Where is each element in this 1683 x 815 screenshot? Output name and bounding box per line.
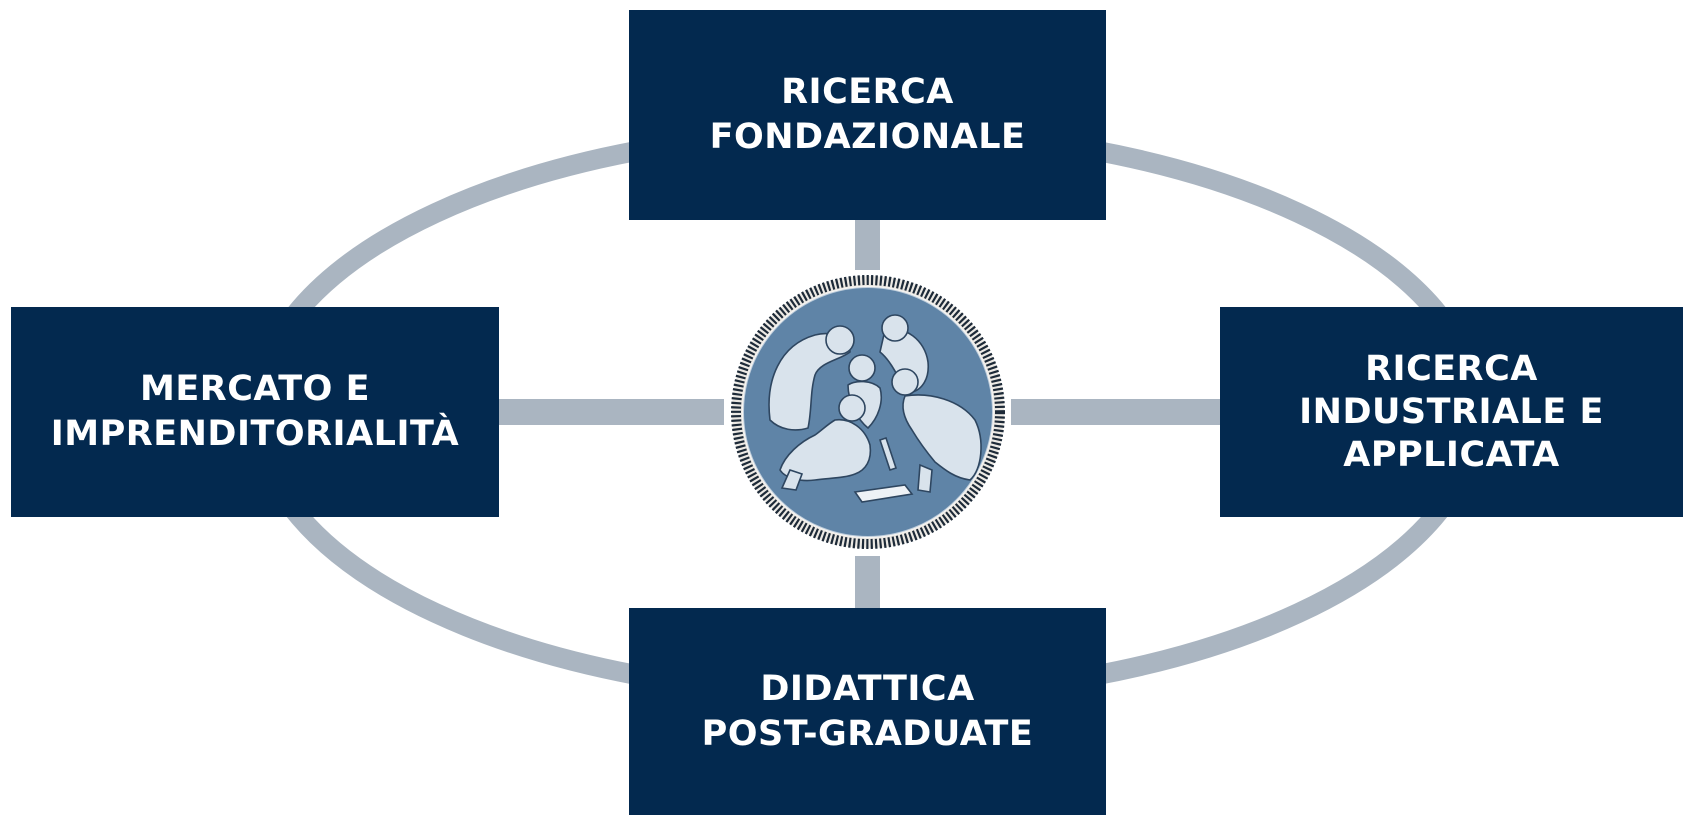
node-didattica-post-graduate: DIDATTICA POST-GRADUATE	[629, 608, 1106, 815]
connector-right	[1011, 399, 1222, 425]
node-mercato-imprenditorialita: MERCATO E IMPRENDITORIALITÀ	[11, 307, 499, 517]
node-label: RICERCA FONDAZIONALE	[709, 72, 1026, 157]
node-ricerca-fondazionale: RICERCA FONDAZIONALE	[629, 10, 1106, 220]
node-label: MERCATO E IMPRENDITORIALITÀ	[50, 369, 460, 454]
connector-left	[497, 399, 724, 425]
connector-top	[855, 218, 880, 270]
university-seal-icon	[729, 273, 1007, 551]
node-ricerca-industriale-applicata: RICERCA INDUSTRIALE E APPLICATA	[1220, 307, 1683, 517]
node-label: RICERCA INDUSTRIALE E APPLICATA	[1299, 348, 1604, 475]
node-label: DIDATTICA POST-GRADUATE	[701, 668, 1034, 754]
connector-bottom	[855, 556, 880, 610]
